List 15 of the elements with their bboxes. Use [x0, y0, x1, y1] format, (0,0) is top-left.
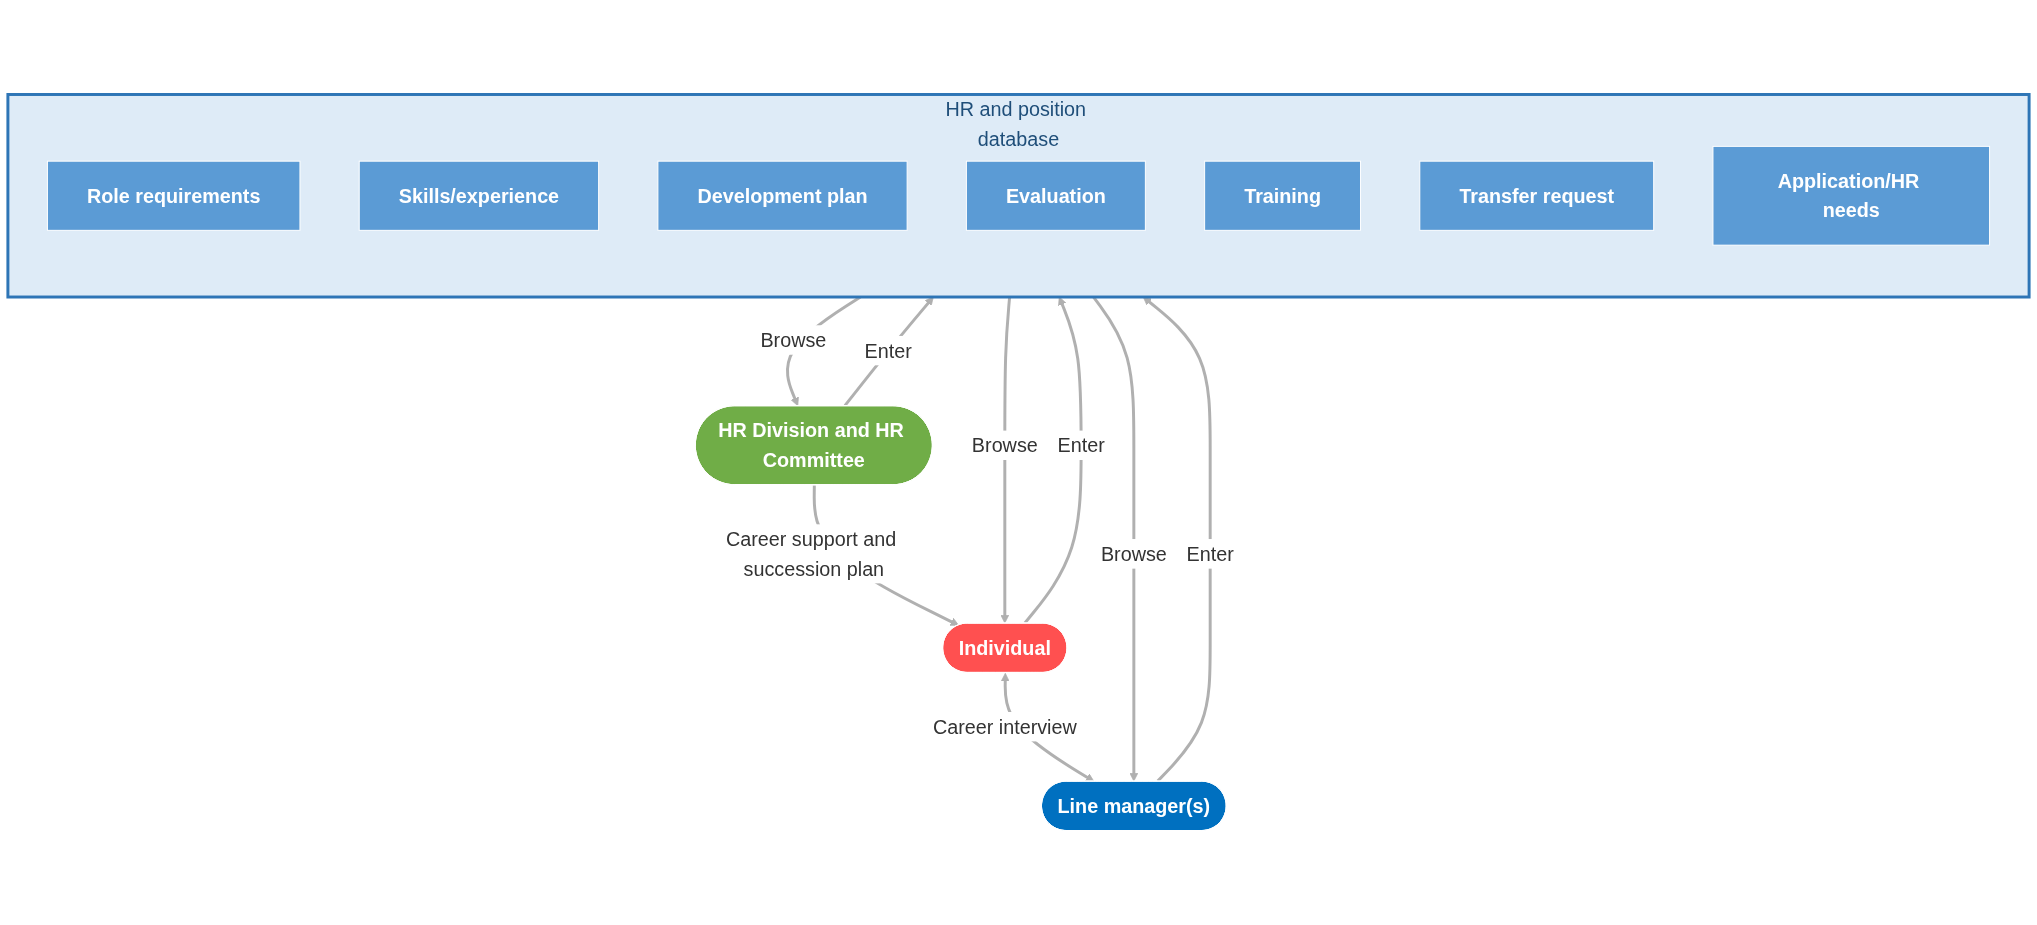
- node-box: Role requirements: [46, 160, 301, 231]
- edge-label: Enter: [1186, 543, 1234, 565]
- edge-label: Browse: [1100, 543, 1167, 565]
- edge-label: Browse: [971, 434, 1038, 457]
- node-box: Training: [1204, 160, 1362, 231]
- edge-label: Career interview: [932, 715, 1077, 738]
- edge-label: Browse: [760, 329, 827, 351]
- node-box: Transfer request: [1419, 160, 1655, 231]
- edge-label: Career support and succession plan: [725, 528, 897, 580]
- node-box: Application/HR needs: [1712, 145, 1991, 246]
- edge-label: Enter: [864, 339, 912, 362]
- node-box: Evaluation: [965, 160, 1146, 231]
- node-box: Skills/experience: [358, 160, 600, 231]
- node-box: Development plan: [657, 160, 908, 231]
- edge-label: Enter: [1057, 434, 1105, 457]
